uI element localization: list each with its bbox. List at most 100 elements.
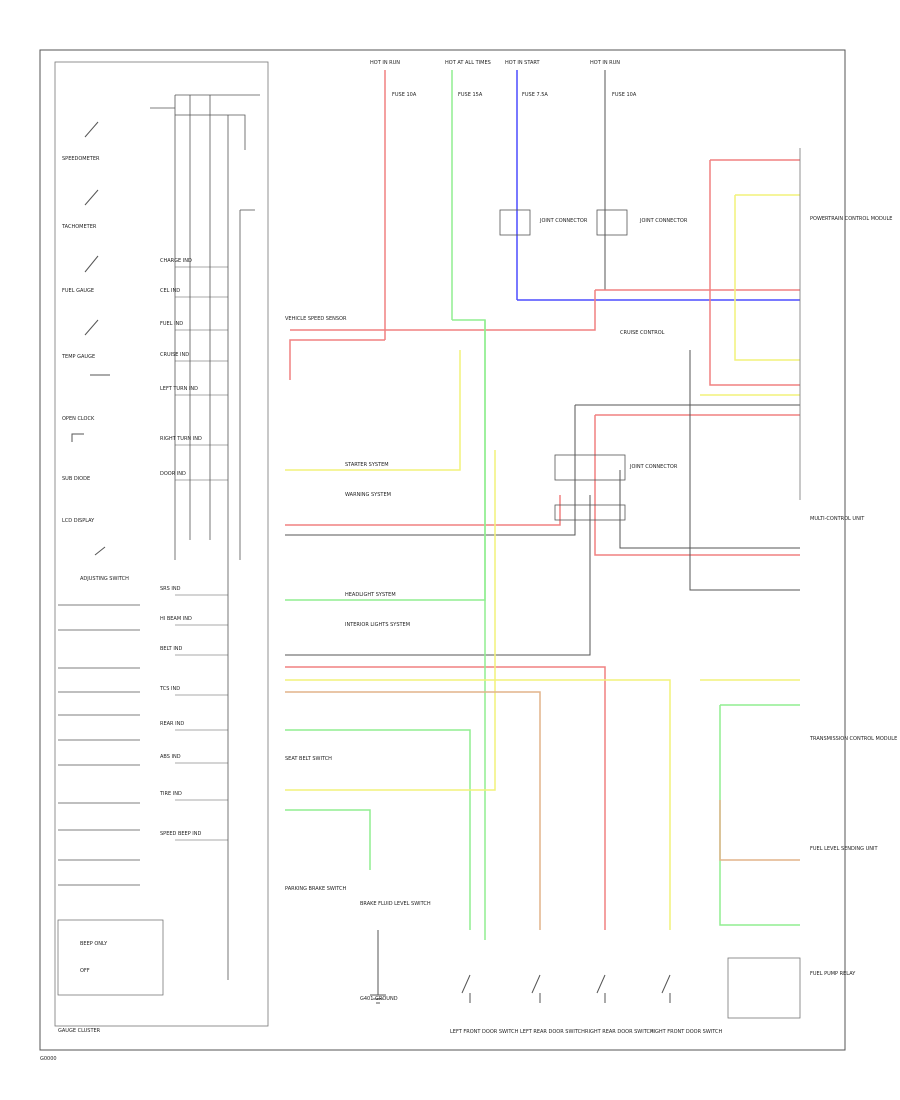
indicator-item: BELT IND	[160, 646, 228, 656]
door-switch: RIGHT FRONT DOOR SWITCH	[650, 974, 723, 1035]
indicator-item: DOOR IND	[160, 471, 228, 481]
gauge-item: LCD DISPLAY	[62, 518, 95, 524]
mid-label: WARNING SYSTEM	[345, 492, 391, 498]
mid-label: BRAKE FLUID LEVEL SWITCH	[360, 901, 431, 907]
gauge-item: SUB DIODE	[62, 433, 90, 482]
indicator-label: TIRE IND	[159, 791, 182, 797]
module-label: MULTI-CONTROL UNIT	[810, 516, 865, 522]
gauge-label: SPEEDOMETER	[62, 156, 100, 162]
gauge-item: TEMP GAUGE	[61, 319, 99, 360]
wires-red	[285, 159, 800, 930]
indicator-label: SPEED BEEP IND	[160, 831, 202, 837]
fuse-label: HOT IN START	[505, 60, 541, 66]
indicator-label: RIGHT TURN IND	[160, 436, 202, 442]
switch-icon	[94, 546, 106, 556]
indicator-item: CEL IND	[160, 288, 228, 298]
door-switch-label: RIGHT REAR DOOR SWITCH	[585, 1029, 654, 1035]
gauge-needle-icon	[84, 255, 99, 273]
switch-icon	[661, 974, 671, 1003]
gauge-label: ADJUSTING SWITCH	[80, 576, 129, 582]
wires-orange	[285, 691, 800, 930]
gauge-item: SPEEDOMETER	[62, 121, 100, 162]
mid-label: PARKING BRAKE SWITCH	[285, 886, 347, 892]
cluster-footer: GAUGE CLUSTER	[58, 1028, 101, 1034]
connector-label: JOINT CONNECTOR	[539, 218, 588, 224]
fuse-note: FUSE 10A	[612, 92, 637, 98]
indicator-item: SRS IND	[160, 586, 228, 596]
indicator-item: TIRE IND	[159, 791, 228, 801]
wires-dark	[285, 350, 800, 656]
gauge-item: OPEN CLOCK	[62, 374, 110, 422]
mid-label: INTERIOR LIGHTS SYSTEM	[345, 622, 410, 628]
indicator-item: REAR IND	[160, 721, 228, 731]
mid-labels: VEHICLE SPEED SENSOR STARTER SYSTEM WARN…	[285, 316, 665, 1002]
door-switch-label: LEFT FRONT DOOR SWITCH	[450, 1029, 519, 1035]
indicator-item: LEFT TURN IND	[160, 386, 228, 396]
door-switch-label: RIGHT FRONT DOOR SWITCH	[650, 1029, 723, 1035]
connector-label: JOINT CONNECTOR	[629, 464, 678, 470]
door-switch: LEFT FRONT DOOR SWITCH	[450, 974, 519, 1035]
fuse-note: FUSE 10A	[392, 92, 417, 98]
gauge-item: FUEL GAUGE	[62, 255, 99, 294]
option-box	[57, 919, 164, 996]
indicator-label: CRUISE IND	[160, 352, 189, 358]
indicator-item: RIGHT TURN IND	[160, 436, 228, 446]
indicator-item: CHARGE IND	[160, 258, 228, 268]
right-modules: POWERTRAIN CONTROL MODULE MULTI-CONTROL …	[727, 148, 897, 1019]
cluster-bus-lines	[150, 94, 260, 980]
indicator-item: TCS IND	[159, 686, 228, 696]
gauge-list: SPEEDOMETER TACHOMETER FUEL GAUGE TEMP G…	[61, 121, 129, 582]
connector-label: JOINT CONNECTOR	[639, 218, 688, 224]
gauge-label: LCD DISPLAY	[62, 518, 95, 524]
option-label: BEEP ONLY	[80, 941, 108, 947]
diagram-frame	[39, 49, 846, 1051]
fuse-note: FUSE 15A	[458, 92, 483, 98]
indicator-item: HI BEAM IND	[160, 616, 228, 626]
door-switch: LEFT REAR DOOR SWITCH	[520, 974, 585, 1035]
indicator-label: CHARGE IND	[160, 258, 192, 264]
mid-label: SEAT BELT SWITCH	[285, 756, 332, 762]
gauge-item: ADJUSTING SWITCH	[80, 546, 129, 582]
indicator-label: DOOR IND	[160, 471, 186, 477]
fuse-label: HOT IN RUN	[590, 60, 620, 66]
fuse-label: HOT AT ALL TIMES	[445, 60, 491, 66]
gauge-label: FUEL GAUGE	[62, 288, 94, 294]
gauge-label: TEMP GAUGE	[61, 354, 95, 360]
indicator-label: CEL IND	[160, 288, 180, 294]
option-label: OFF	[80, 968, 90, 974]
diagram-id: G0000	[40, 1056, 57, 1062]
switch-icon	[531, 974, 541, 1003]
left-leads	[58, 604, 140, 886]
gauge-item: TACHOMETER	[61, 189, 99, 230]
indicator-label: TCS IND	[159, 686, 180, 692]
indicator-label: SRS IND	[160, 586, 181, 592]
indicator-item: CRUISE IND	[160, 352, 228, 362]
indicator-label: HI BEAM IND	[160, 616, 192, 622]
fuse-note: FUSE 7.5A	[522, 92, 548, 98]
gauge-needle-icon	[71, 433, 84, 442]
indicator-item: FUEL IND	[160, 321, 228, 331]
gauge-label: OPEN CLOCK	[62, 416, 95, 422]
ground-icon	[370, 930, 386, 1004]
module-label: POWERTRAIN CONTROL MODULE	[810, 216, 892, 222]
mid-label: VEHICLE SPEED SENSOR	[285, 316, 347, 322]
connector-group: JOINT CONNECTOR JOINT CONNECTOR JOINT CO…	[499, 209, 688, 521]
mid-label: HEADLIGHT SYSTEM	[345, 592, 396, 598]
switch-icon	[596, 974, 606, 1003]
module-label: FUEL LEVEL SENDING UNIT	[810, 846, 878, 852]
gauge-needle-icon	[84, 189, 99, 206]
indicator-label: ABS IND	[160, 754, 181, 760]
switch-icon	[461, 974, 471, 1003]
gauge-cluster-box	[54, 61, 269, 1027]
gauge-needle-icon	[84, 319, 99, 336]
indicator-label: LEFT TURN IND	[160, 386, 198, 392]
module-label: TRANSMISSION CONTROL MODULE	[809, 736, 897, 742]
gauge-needle-icon	[84, 121, 99, 138]
mid-label: CRUISE CONTROL	[620, 330, 665, 336]
module-label: FUEL PUMP RELAY	[810, 971, 856, 977]
indicator-list: CHARGE IND CEL IND FUEL IND CRUISE IND LEFT …	[159, 258, 228, 841]
fuse-group: HOT IN RUN HOT AT ALL TIMES HOT IN START…	[370, 60, 637, 340]
wires-green	[285, 319, 800, 940]
